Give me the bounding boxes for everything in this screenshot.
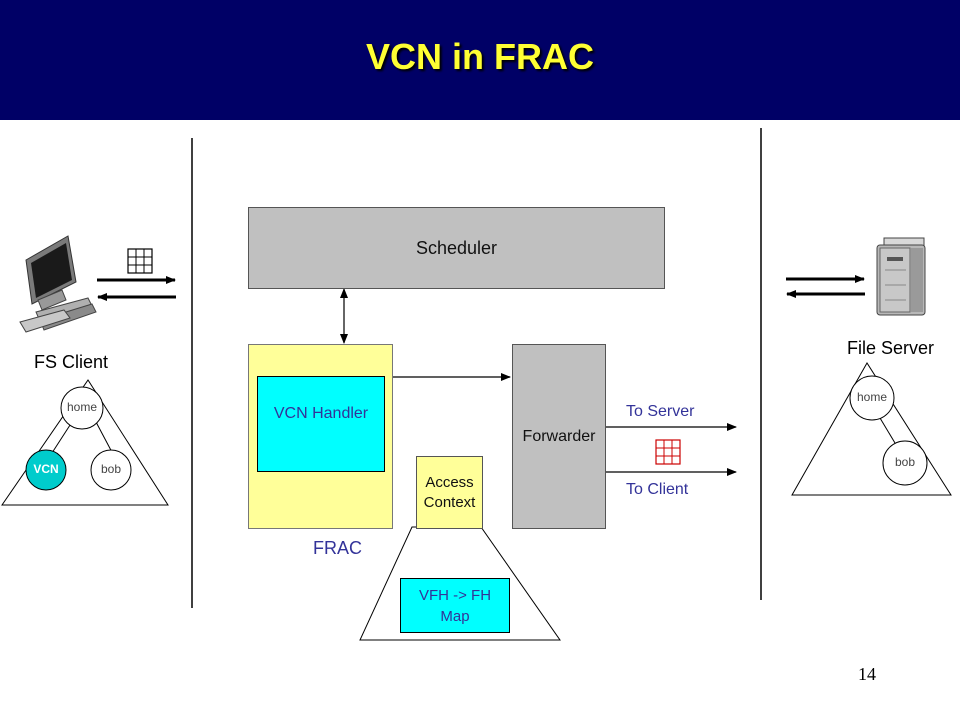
vfh-map-label-line1: VFH -> FH — [418, 586, 492, 604]
vcn-handler-box: VCN Handler — [257, 376, 385, 472]
tree-node-bob — [882, 440, 928, 486]
slide-header — [0, 0, 960, 120]
scheduler-label: Scheduler — [415, 237, 498, 258]
vcn-handler-label: VCN Handler — [273, 405, 369, 422]
tree-node-home — [60, 386, 104, 430]
forwarder-box: Forwarder — [512, 344, 606, 529]
tree-node-vcn — [25, 449, 67, 491]
client-node-vcn-label: VCN — [33, 462, 59, 476]
access-context-box: Access Context — [416, 456, 483, 529]
access-context-label-line1: Access — [425, 473, 474, 491]
slide-title: VCN in FRAC — [366, 36, 594, 77]
grid-icon — [127, 248, 153, 274]
page-number: 14 — [858, 664, 876, 684]
scheduler-box: Scheduler — [248, 207, 665, 289]
to-server-label: To Server — [626, 403, 695, 420]
tree-node-bob — [90, 449, 132, 491]
vfh-map-box: VFH -> FH Map — [400, 578, 510, 633]
access-context-label-line2: Context — [423, 493, 476, 511]
vfh-map-label-line2: Map — [440, 607, 470, 625]
tree-node-home — [849, 375, 895, 421]
to-client-label: To Client — [626, 481, 689, 498]
client-node-bob-label: bob — [100, 462, 122, 476]
frac-label: FRAC — [313, 538, 362, 558]
server-tree — [791, 362, 952, 496]
grid-icon — [655, 439, 681, 465]
server-node-home-label: home — [856, 390, 888, 404]
server-tower-icon — [876, 237, 926, 316]
desktop-computer-icon — [19, 235, 97, 333]
fs-client-label: FS Client — [34, 352, 109, 372]
server-node-bob-label: bob — [894, 455, 916, 469]
client-tree — [1, 379, 169, 506]
file-server-label: File Server — [847, 338, 935, 358]
client-node-home-label: home — [66, 400, 98, 414]
forwarder-label: Forwarder — [522, 427, 596, 445]
